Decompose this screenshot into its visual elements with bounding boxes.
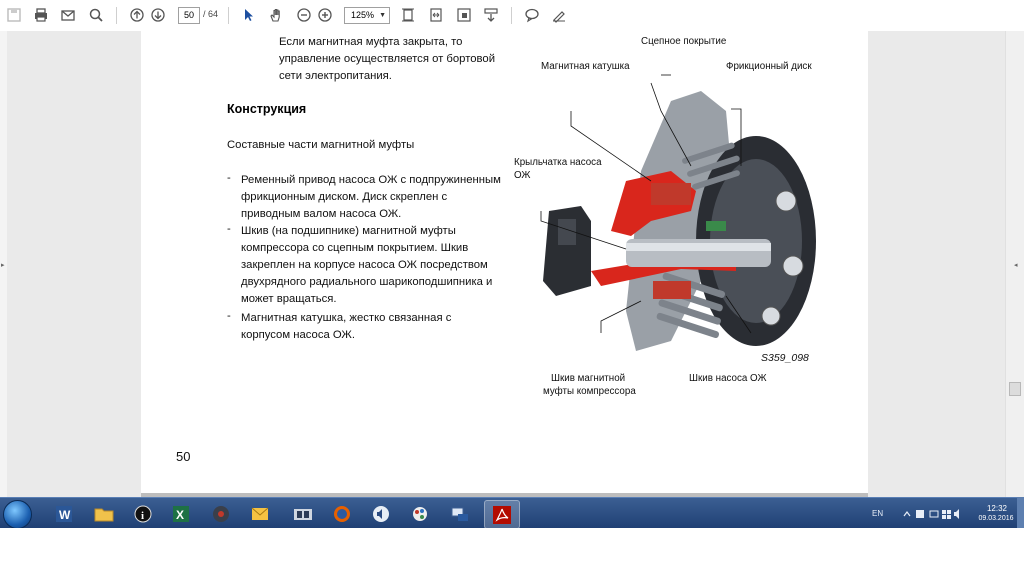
save-icon[interactable] xyxy=(4,5,24,25)
tools-icon[interactable] xyxy=(286,500,320,527)
magnetic-coil-red-lower xyxy=(653,281,691,299)
page-number: 50 xyxy=(176,449,191,464)
windows-taskbar: W i X EN 12:32 09.03.2016 xyxy=(0,497,1024,529)
clock-time[interactable]: 12:32 xyxy=(986,504,1008,513)
blank-area xyxy=(0,528,1024,576)
bullet-line: двухрядного радиального шарикоподшипника… xyxy=(241,276,493,288)
label-friction-disc: Фрикционный диск xyxy=(726,61,812,72)
label-magnetic-coil: Магнитная катушка xyxy=(541,61,630,72)
select-cursor-icon[interactable] xyxy=(239,5,259,25)
comment-icon[interactable] xyxy=(522,5,542,25)
pdf-page: Если магнитная муфта закрыта, то управле… xyxy=(141,31,868,493)
tray-windows-icon xyxy=(942,510,951,519)
bullet-line: корпусом насоса ОЖ. xyxy=(241,329,355,341)
tray-network-icon xyxy=(929,510,939,518)
tray-volume-icon xyxy=(954,509,959,519)
paint-icon[interactable] xyxy=(403,500,437,527)
bullet-dash: - xyxy=(227,223,231,235)
figure-code: S359_098 xyxy=(761,352,809,364)
svg-text:X: X xyxy=(176,508,184,522)
label-compressor-pulley: Шкив магнитной xyxy=(551,373,626,384)
scroll-icon[interactable] xyxy=(481,5,501,25)
magnetic-clutch-cutaway-illustration xyxy=(540,74,816,351)
clock-date[interactable]: 09.03.2016 xyxy=(978,515,1014,522)
bullet-line: закреплен на корпусе насоса ОЖ посредств… xyxy=(241,259,488,271)
document-viewport[interactable]: ▸ Если магнитная муфта закрыта, то управ… xyxy=(0,31,1024,497)
page-number-input[interactable] xyxy=(178,7,200,24)
page-up-icon[interactable] xyxy=(127,5,147,25)
scrollbar-thumb[interactable] xyxy=(1009,382,1021,396)
bullet-line: Магнитная катушка, жестко связанная с xyxy=(241,312,452,324)
bullet-line: может вращаться. xyxy=(241,293,337,305)
label-compressor-pulley-2: муфты компрессора xyxy=(543,386,636,397)
bullet-line: Ременный привод насоса ОЖ с подпружиненн… xyxy=(241,174,501,186)
left-panel-collapsed[interactable] xyxy=(0,31,7,497)
network-icon[interactable] xyxy=(443,500,477,527)
excel-icon[interactable]: X xyxy=(165,500,199,527)
info-icon[interactable]: i xyxy=(126,500,160,527)
fullscreen-icon[interactable] xyxy=(454,5,474,25)
sign-icon[interactable] xyxy=(549,5,569,25)
expand-left-panel-icon[interactable]: ▸ xyxy=(1,262,5,269)
intro-line: управление осуществляется от бортовой xyxy=(279,53,496,65)
folder-icon[interactable] xyxy=(87,500,121,527)
bullet-line: Шкив (на подшипнике) магнитной муфты xyxy=(241,225,456,237)
start-button[interactable] xyxy=(3,500,32,529)
expand-right-panel-icon[interactable]: ◂ xyxy=(1014,262,1018,269)
hand-icon[interactable] xyxy=(266,5,286,25)
email-icon[interactable] xyxy=(58,5,78,25)
section-heading: Конструкция xyxy=(227,102,307,116)
firefox-icon[interactable] xyxy=(325,500,359,527)
tray-flag-icon xyxy=(916,510,924,518)
search-icon[interactable] xyxy=(86,5,106,25)
fit-page-icon[interactable] xyxy=(398,5,418,25)
audio-icon[interactable] xyxy=(364,500,398,527)
zoom-select[interactable]: 125%▼ xyxy=(344,7,390,24)
svg-text:W: W xyxy=(59,508,71,522)
print-icon[interactable] xyxy=(31,5,51,25)
bullet-line: приводным валом насоса ОЖ. xyxy=(241,208,402,220)
show-desktop-button[interactable] xyxy=(1017,497,1024,528)
zoom-out-icon[interactable] xyxy=(294,5,314,25)
page-bottom-edge xyxy=(141,493,868,497)
bullet-dash: - xyxy=(227,310,231,322)
bullet-line: фрикционным диском. Диск скреплен с xyxy=(241,191,448,203)
vertical-scrollbar[interactable] xyxy=(1005,31,1024,497)
intro-line: Если магнитная муфта закрыта, то xyxy=(279,36,463,48)
bullet-line: компрессора со сцепным покрытием. Шкив xyxy=(241,242,469,254)
pdf-toolbar: / 64 125%▼ xyxy=(0,0,1024,32)
label-pump-pulley: Шкив насоса ОЖ xyxy=(689,373,767,384)
mail-icon[interactable] xyxy=(243,500,277,527)
magnetic-coil-red xyxy=(651,183,691,205)
zoom-in-icon[interactable] xyxy=(315,5,335,25)
svg-text:i: i xyxy=(141,510,144,522)
word-icon[interactable]: W xyxy=(48,500,82,527)
media-icon[interactable] xyxy=(204,500,238,527)
pdf-icon[interactable] xyxy=(484,500,520,529)
tray-arrow-icon xyxy=(903,511,911,517)
system-tray: EN 12:32 09.03.2016 xyxy=(866,498,1024,529)
label-impeller-2: ОЖ xyxy=(514,170,531,181)
fit-width-icon[interactable] xyxy=(426,5,446,25)
bullet-dash: - xyxy=(227,172,231,184)
page-down-icon[interactable] xyxy=(148,5,168,25)
label-impeller: Крыльчатка насоса xyxy=(514,157,602,168)
intro-line: сети электропитания. xyxy=(279,70,392,82)
section-subheading: Составные части магнитной муфты xyxy=(227,139,415,151)
tray-icons[interactable] xyxy=(902,508,962,520)
page-total: / 64 xyxy=(203,9,219,19)
label-coupling-coating: Сцепное покрытие xyxy=(641,36,727,47)
language-indicator[interactable]: EN xyxy=(872,509,884,518)
chevron-down-icon: ▼ xyxy=(379,12,386,19)
